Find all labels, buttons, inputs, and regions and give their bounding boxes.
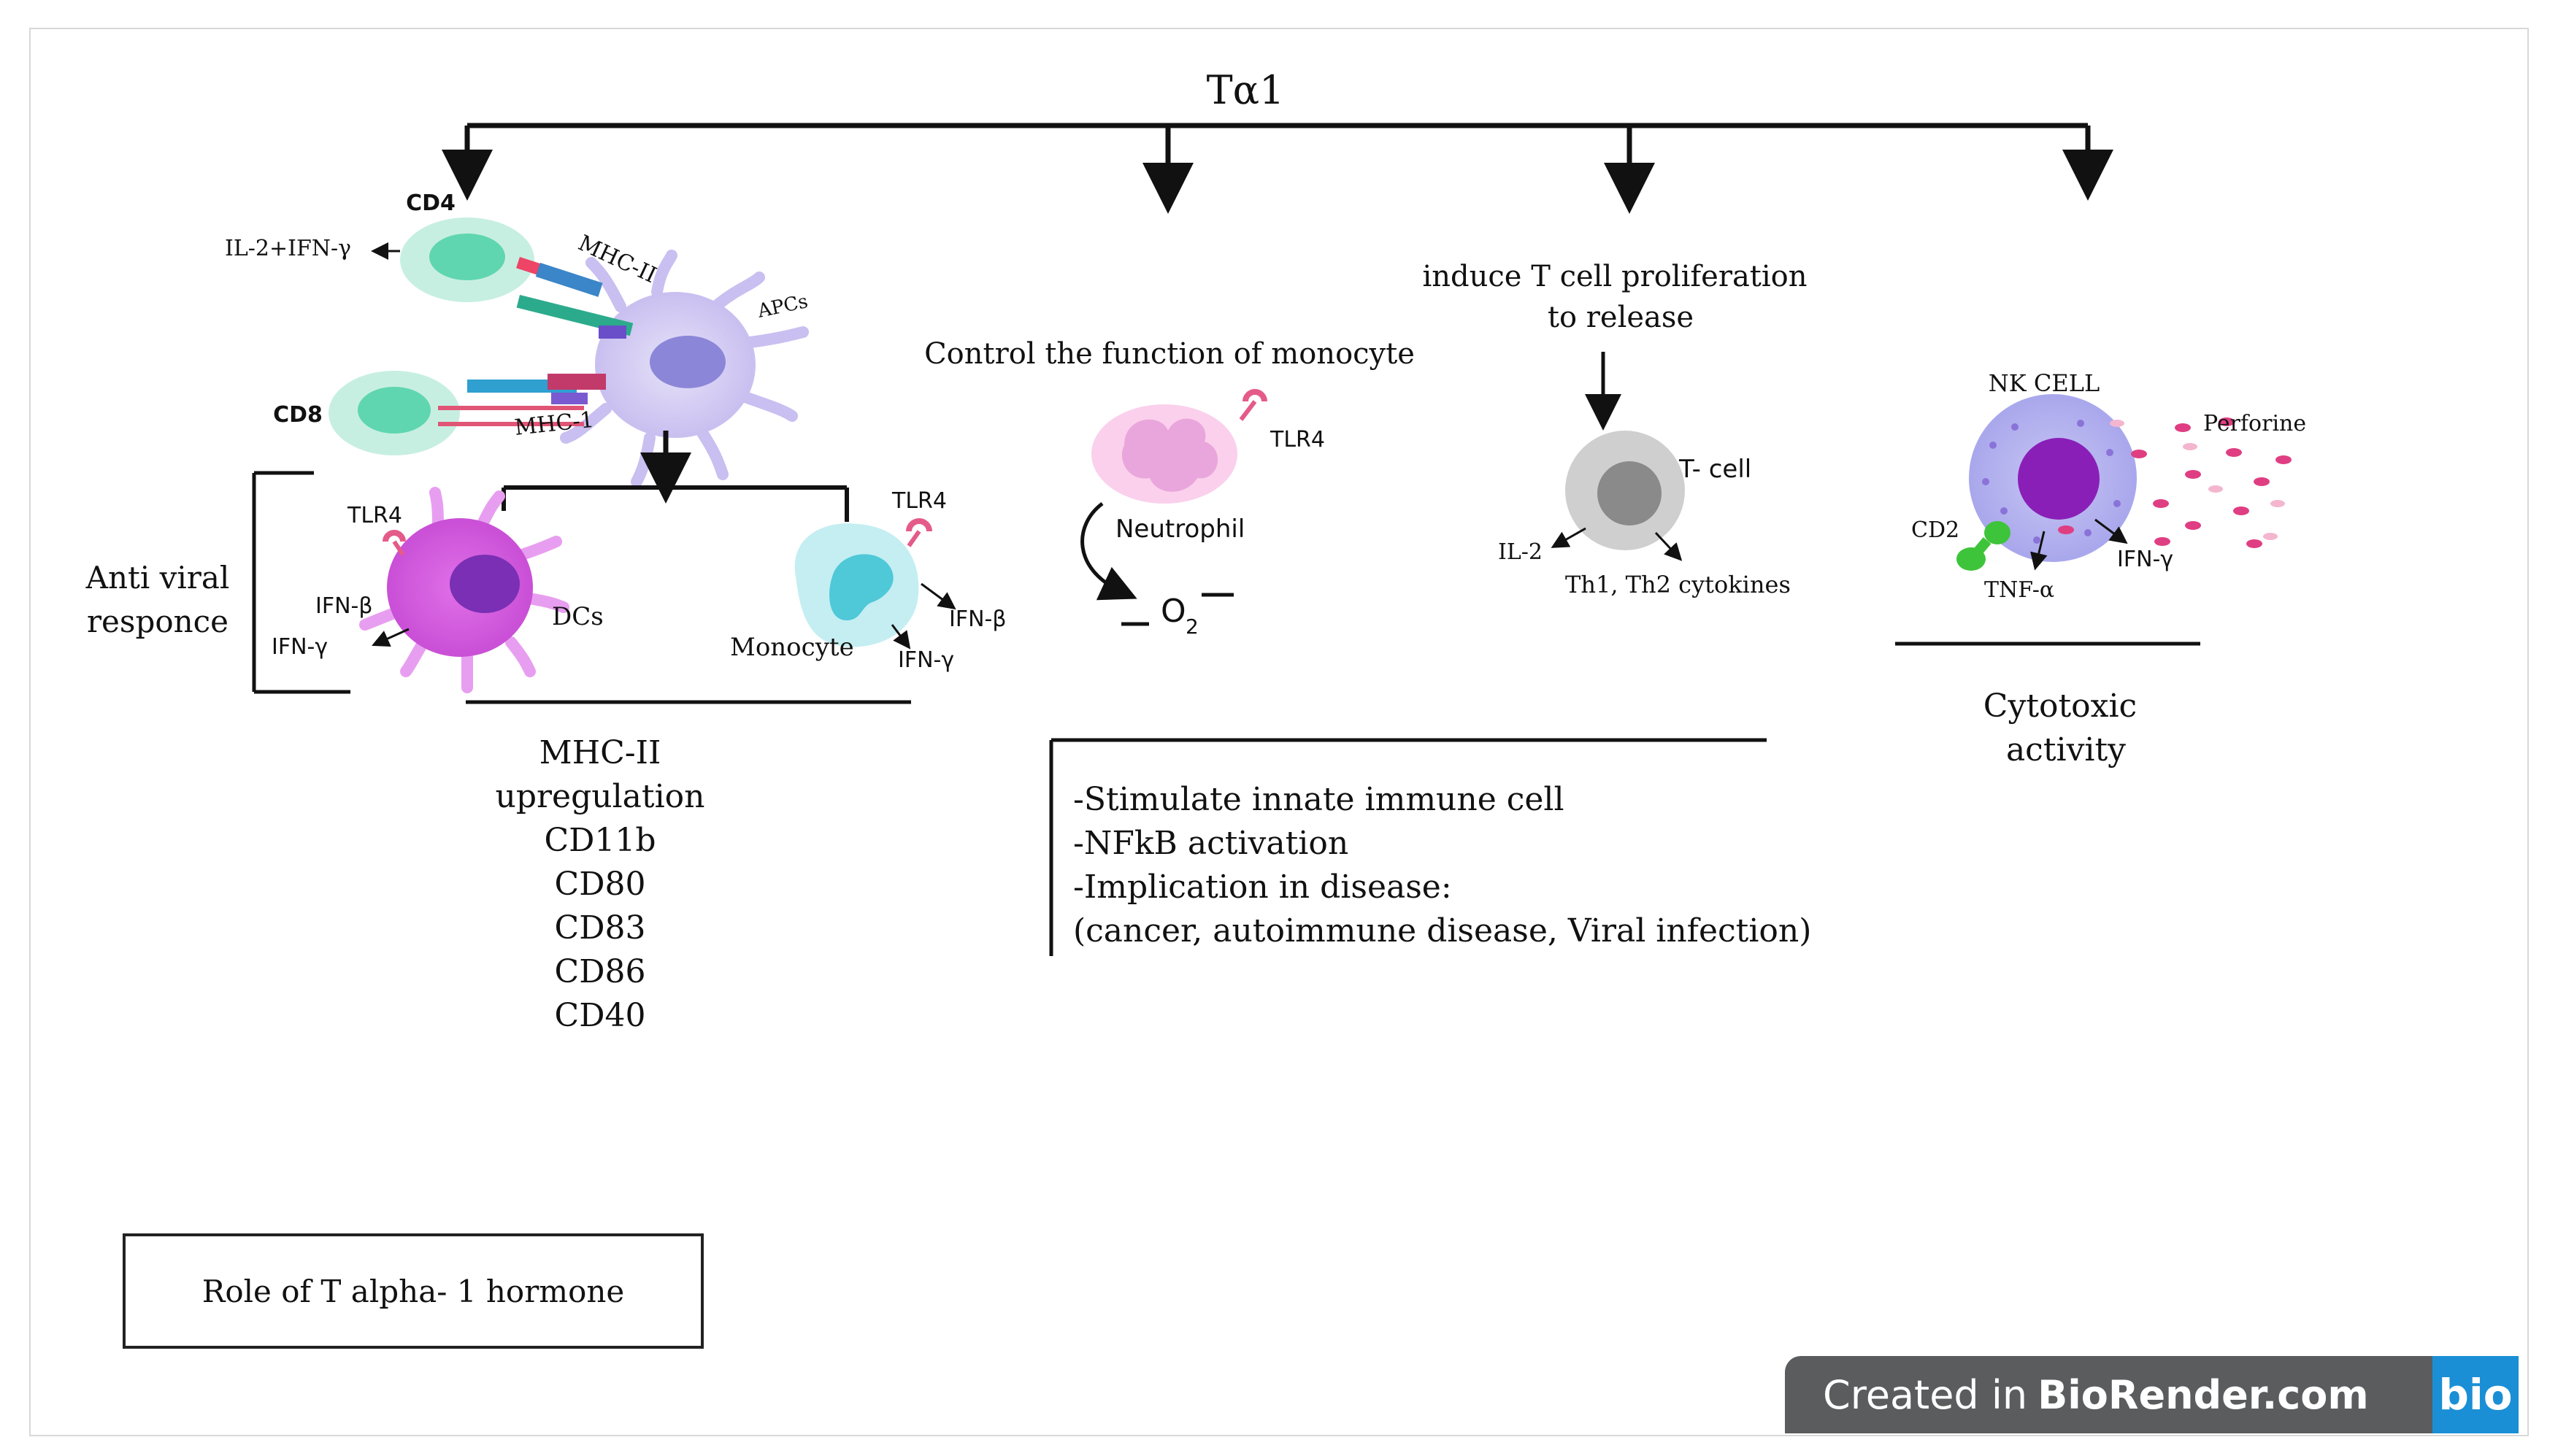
- cytotoxic-line2: activity: [2006, 731, 2126, 769]
- effect-item: -Implication in disease:: [1073, 868, 1452, 906]
- effects-bracket: [1049, 738, 1767, 956]
- caption-text: Role of T alpha- 1 hormone: [201, 1273, 625, 1309]
- top-branch-lines: [442, 123, 2113, 214]
- marker-item: MHC-II: [539, 734, 661, 771]
- cd8-cell: [329, 371, 460, 455]
- t-cell: [1565, 431, 1685, 550]
- mhc1-label: MHC-1: [513, 407, 595, 441]
- caption-box: Role of T alpha- 1 hormone: [123, 1233, 704, 1349]
- effect-item: -Stimulate innate immune cell: [1073, 781, 1564, 818]
- badge-logo-text: bio: [2438, 1370, 2513, 1420]
- branch3-heading-line2: to release: [1548, 301, 1694, 334]
- dc-ifn-beta-label: IFN-β: [315, 593, 373, 619]
- tcell-cytokines-arrow: [1654, 531, 1683, 561]
- nk-tnf-arrow: [2030, 531, 2048, 571]
- perforine-label: Perforine: [2203, 411, 2306, 436]
- branch2-heading: Control the function of monocyte: [924, 337, 1415, 371]
- cd2-label: CD2: [1911, 517, 1959, 543]
- monocyte-ifn-gamma-label: IFN-γ: [898, 647, 954, 673]
- o2-main: O: [1161, 593, 1186, 630]
- cytotoxic-line1: Cytotoxic: [1983, 687, 2137, 725]
- marker-item: CD40: [555, 997, 646, 1034]
- perforine-granules: [2058, 417, 2292, 548]
- perforine-granules-faint: [2110, 420, 2285, 540]
- cd4-label: CD4: [406, 190, 456, 216]
- monocyte-ifn-gamma-arrow: [891, 624, 911, 650]
- marker-item: CD83: [555, 909, 646, 947]
- badge-prefix: Created in: [1823, 1371, 2028, 1418]
- neutrophil-label: Neutrophil: [1115, 515, 1245, 544]
- monocyte-tlr4-label: TLR4: [891, 488, 947, 514]
- page-frame: [29, 28, 2529, 1436]
- effect-item: -NFkB activation: [1073, 825, 1348, 862]
- cd2-receptor: [1956, 521, 2010, 571]
- o2-sub: 2: [1186, 615, 1199, 639]
- tcell-il2-arrow: [1551, 527, 1586, 548]
- dcs-label: DCs: [552, 602, 604, 631]
- tcell-cytokines-label: Th1, Th2 cytokines: [1565, 571, 1791, 598]
- monocyte-label: Monocyte: [730, 633, 854, 662]
- apcs-label: APCs: [755, 290, 810, 323]
- tcell-il2-label: IL-2: [1498, 539, 1543, 565]
- nk-ifn-label: IFN-γ: [2117, 547, 2173, 572]
- superoxide-label: O 2: [1121, 593, 1234, 639]
- apc-cell: [560, 250, 809, 488]
- dc-monocyte-bracket: [502, 485, 849, 522]
- o2-curve-arrow: [1080, 502, 1137, 601]
- antiviral-line2: responce: [87, 604, 228, 639]
- cd8-label: CD8: [273, 402, 323, 428]
- marker-item: CD80: [555, 866, 646, 903]
- cd4-output-label: IL-2+IFN-γ: [225, 236, 351, 261]
- dc-ifn-arrow: [372, 628, 410, 647]
- dc-tlr4-label: TLR4: [347, 503, 402, 528]
- neutrophil-tlr4-label: TLR4: [1270, 427, 1325, 452]
- tcell-label: T- cell: [1678, 455, 1751, 484]
- dendritic-cell: [359, 487, 569, 693]
- nk-ifn-arrow: [2094, 518, 2128, 544]
- monocyte-ifn-beta-arrow: [921, 582, 956, 610]
- antiviral-line1: Anti viral: [85, 560, 230, 596]
- biorender-logo-icon[interactable]: bio: [2432, 1356, 2519, 1433]
- neutrophil-cell: [1091, 389, 1267, 504]
- antiviral-bracket: [252, 471, 350, 694]
- marker-item: upregulation: [496, 778, 705, 815]
- marker-list: MHC-II upregulation CD11b CD80 CD83 CD86…: [496, 734, 705, 1034]
- nk-cell: [1969, 394, 2137, 562]
- effect-item: (cancer, autoimmune disease, Viral infec…: [1073, 912, 1811, 950]
- receptor-bridges: [438, 257, 634, 426]
- nk-label: NK CELL: [1989, 369, 2100, 397]
- marker-item: CD86: [555, 953, 646, 990]
- marker-item: CD11b: [544, 822, 656, 859]
- tnf-label: TNF-α: [1984, 577, 2054, 603]
- biorender-badge[interactable]: Created in BioRender.com: [1785, 1356, 2515, 1433]
- monocyte-cell: [794, 518, 932, 647]
- diagram-title: Tα1: [1207, 67, 1285, 113]
- monocyte-ifn-beta-label: IFN-β: [949, 606, 1007, 632]
- badge-brand: BioRender.com: [2037, 1371, 2369, 1418]
- cd4-cell: [400, 217, 534, 302]
- effects-list: -Stimulate innate immune cell -NFkB acti…: [1073, 781, 1811, 950]
- dc-ifn-gamma-label: IFN-γ: [272, 634, 328, 660]
- branch3-heading-line1: induce T cell proliferation: [1422, 260, 1807, 293]
